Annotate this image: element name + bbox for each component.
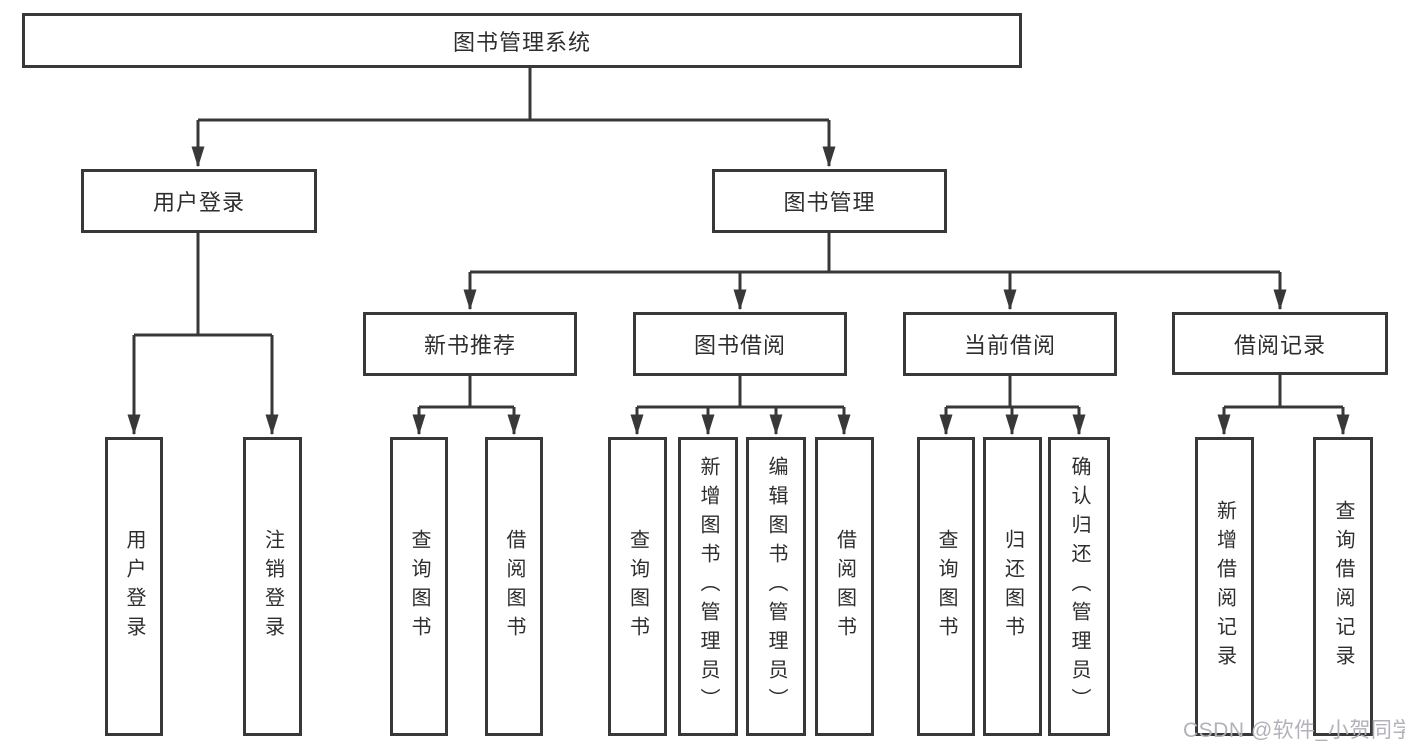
node-label: 用户登录 — [123, 528, 145, 645]
node-label: 确认归还（管理员） — [1068, 456, 1090, 717]
leaf-return-books: 归还图书 — [983, 437, 1042, 736]
leaf-confirm-return-admin: 确认归还（管理员） — [1048, 437, 1110, 736]
node-book-management-group: 图书管理 — [712, 169, 947, 233]
node-current-borrowing: 当前借阅 — [903, 312, 1117, 376]
node-label: 编辑图书（管理员） — [765, 456, 787, 717]
node-library-management-system: 图书管理系统 — [22, 13, 1022, 68]
leaf-logout: 注销登录 — [243, 437, 302, 736]
node-label: 查询图书 — [935, 528, 957, 645]
node-user-login-group: 用户登录 — [81, 169, 317, 233]
node-book-borrowing: 图书借阅 — [633, 312, 847, 376]
node-label: 查询图书 — [626, 528, 649, 645]
node-label: 图书管理系统 — [452, 29, 591, 55]
node-label: 借阅图书 — [833, 528, 856, 645]
leaf-edit-book-admin: 编辑图书（管理员） — [746, 437, 806, 736]
leaf-borrow-books-recommend: 借阅图书 — [485, 437, 543, 736]
node-label: 用户登录 — [152, 190, 245, 215]
leaf-query-books-borrowing: 查询图书 — [608, 437, 667, 736]
node-label: 当前借阅 — [963, 333, 1056, 358]
node-label: 注销登录 — [261, 528, 284, 645]
leaf-query-borrow-record: 查询借阅记录 — [1313, 437, 1373, 736]
node-label: 借阅记录 — [1233, 332, 1326, 358]
node-label: 图书管理 — [783, 190, 876, 215]
node-label: 图书借阅 — [693, 333, 786, 358]
leaf-user-login: 用户登录 — [105, 437, 163, 736]
leaf-query-books-recommend: 查询图书 — [390, 437, 448, 736]
node-label: 新增借阅记录 — [1213, 499, 1236, 674]
node-new-book-recommend: 新书推荐 — [363, 312, 577, 376]
node-label: 新书推荐 — [423, 333, 516, 358]
node-label: 查询借阅记录 — [1332, 499, 1354, 674]
leaf-query-books-current: 查询图书 — [917, 437, 975, 736]
leaf-add-borrow-record: 新增借阅记录 — [1195, 437, 1254, 736]
csdn-watermark: CSDN @软件_小贺同学 — [1183, 719, 1405, 742]
node-label: 查询图书 — [408, 528, 430, 645]
node-label: 归还图书 — [1001, 528, 1024, 645]
leaf-add-book-admin: 新增图书（管理员） — [678, 437, 738, 736]
leaf-borrow-books-borrowing: 借阅图书 — [815, 437, 874, 736]
node-label: 借阅图书 — [503, 528, 525, 645]
node-borrowing-records: 借阅记录 — [1172, 312, 1388, 375]
node-label: 新增图书（管理员） — [697, 456, 719, 717]
